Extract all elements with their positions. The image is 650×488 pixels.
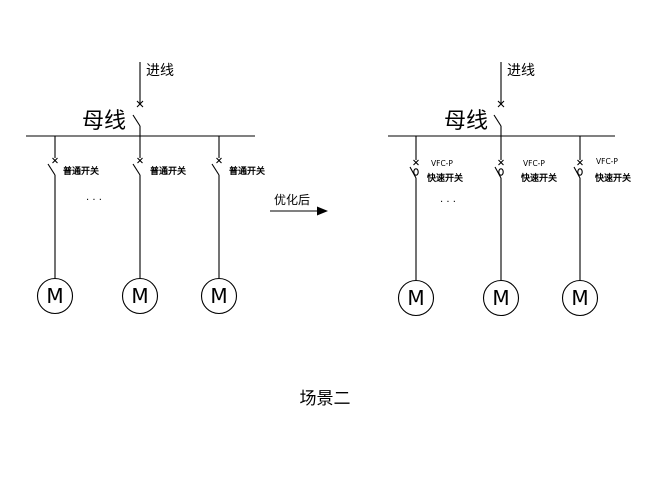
switch-cross-icon: [137, 157, 143, 164]
switch-model-label: VFC-P: [596, 157, 618, 166]
ellipsis: · · ·: [86, 195, 102, 206]
switch-label: 普通开关: [63, 165, 99, 177]
motor-symbol: [482, 279, 520, 317]
switch-cross-icon: [577, 159, 583, 166]
fast-switch-element-icon: [498, 168, 504, 176]
before-diagram: 进线 母线 普通开关 M 普通开关 M: [26, 62, 265, 315]
incoming-label: 进线: [146, 63, 174, 79]
fast-switch-element-icon: [577, 168, 583, 176]
motor-label: M: [492, 286, 509, 310]
motor-label: M: [131, 284, 148, 308]
switch-blade: [211, 163, 220, 176]
feeder-branch: 普通开关 M: [36, 136, 99, 315]
arrow-label: 优化后: [274, 193, 310, 207]
switch-type-label: 快速开关: [427, 172, 463, 184]
motor-symbol: [121, 277, 159, 315]
after-diagram: 进线 母线 VFC-P 快速开关 M VFC-P 快速开关: [388, 62, 631, 317]
motor-symbol: [200, 277, 238, 315]
motor-symbol: [561, 279, 599, 317]
switch-type-label: 快速开关: [595, 172, 631, 184]
switch-blade: [132, 163, 141, 176]
feeder-branch: VFC-P 快速开关 M: [482, 136, 557, 317]
switch-model-label: VFC-P: [523, 159, 545, 168]
switch-type-label: 快速开关: [521, 172, 557, 184]
incoming-switch-blade: [493, 114, 502, 127]
incoming-switch-blade: [132, 114, 141, 127]
optimization-arrow: 优化后: [270, 193, 328, 216]
switch-blade: [573, 166, 581, 179]
switch-label: 普通开关: [150, 165, 186, 177]
motor-label: M: [571, 286, 588, 310]
switch-cross-icon: [498, 159, 504, 166]
motor-label: M: [46, 284, 63, 308]
switch-cross-icon: [413, 159, 419, 166]
switch-cross-icon: [52, 157, 58, 164]
scene-caption: 场景二: [299, 389, 351, 409]
fast-switch-element-icon: [413, 168, 419, 176]
motor-symbol: [397, 279, 435, 317]
motor-label: M: [210, 284, 227, 308]
busbar-label: 母线: [444, 109, 488, 134]
motor-label: M: [407, 286, 424, 310]
switch-label: 普通开关: [229, 165, 265, 177]
switch-blade: [494, 166, 502, 179]
feeder-branch: 普通开关 M: [200, 136, 265, 315]
busbar-label: 母线: [82, 109, 126, 134]
incoming-switch-mark: [497, 100, 505, 108]
feeder-branch: VFC-P 快速开关 M: [397, 136, 463, 317]
motor-symbol: [36, 277, 74, 315]
feeder-branch: 普通开关 M: [121, 136, 186, 315]
switch-blade: [47, 163, 56, 176]
arrow-head-icon: [317, 206, 328, 216]
incoming-switch-mark: [136, 100, 144, 108]
switch-blade: [409, 166, 417, 179]
ellipsis: · · ·: [440, 197, 456, 208]
feeder-branch: VFC-P 快速开关 M: [561, 136, 631, 317]
incoming-label: 进线: [507, 63, 535, 79]
switch-model-label: VFC-P: [431, 159, 453, 168]
switch-cross-icon: [216, 157, 222, 164]
